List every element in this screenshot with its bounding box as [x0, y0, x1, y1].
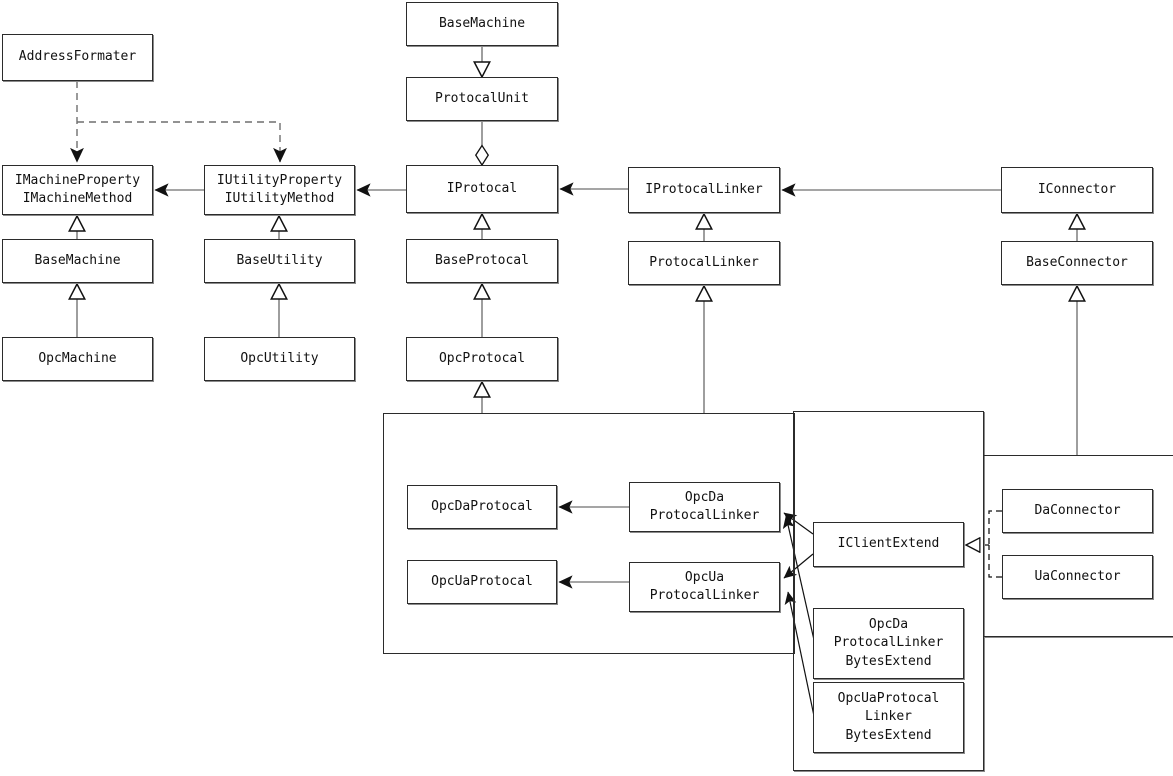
class-box-opcmachine[interactable]: OpcMachine [2, 337, 153, 381]
class-box-protocallinker[interactable]: ProtocalLinker [628, 241, 780, 285]
class-box-imachineproperty-imachinemethod[interactable]: IMachineProperty IMachineMethod [2, 165, 153, 215]
class-box-addressformater[interactable]: AddressFormater [2, 34, 153, 81]
class-box-baseutility[interactable]: BaseUtility [204, 239, 355, 283]
class-box-basemachine[interactable]: BaseMachine [2, 239, 153, 283]
class-box-baseprotocal[interactable]: BaseProtocal [406, 239, 558, 283]
class-box-basemachine-top[interactable]: BaseMachine [406, 2, 558, 46]
class-box-opcuaprotocallinkerbytesextend[interactable]: OpcUaProtocal Linker BytesExtend [813, 682, 964, 753]
edge-opcdabytesextend-opcdalinker [782, 515, 815, 641]
connector-impl-group [983, 455, 1173, 637]
edge-addressformater-iutility [77, 121, 287, 163]
class-box-opcprotocal[interactable]: OpcProtocal [406, 337, 558, 381]
class-box-opcuaprotocallinker[interactable]: OpcUa ProtocalLinker [629, 562, 780, 612]
class-box-iprotocallinker[interactable]: IProtocalLinker [628, 167, 780, 213]
edge-daconnector-iclientextend [988, 510, 1002, 545]
class-box-daconnector[interactable]: DaConnector [1002, 489, 1153, 533]
edge-uaconnector-iclientextend [988, 545, 1002, 578]
class-box-opcuaprotocal[interactable]: OpcUaProtocal [407, 560, 557, 604]
class-box-opcdaprotocal[interactable]: OpcDaProtocal [407, 485, 557, 529]
class-box-protocalunit[interactable]: ProtocalUnit [406, 77, 558, 121]
edge-iclientextend-opcualinker [783, 553, 814, 579]
class-box-opcutility[interactable]: OpcUtility [204, 337, 355, 381]
class-box-opcdaprotocallinkerbytesextend[interactable]: OpcDa ProtocalLinker BytesExtend [813, 608, 964, 679]
edge-opcuabytesextend-opcualinker [784, 591, 815, 717]
class-box-iutilityproperty-iutilitymethod[interactable]: IUtilityProperty IUtilityMethod [204, 165, 355, 215]
class-box-iconnector[interactable]: IConnector [1001, 167, 1153, 213]
class-box-opcdaprotocallinker[interactable]: OpcDa ProtocalLinker [629, 482, 780, 532]
class-box-iclientextend[interactable]: IClientExtend [813, 522, 964, 567]
opc-protocal-linker-group [383, 413, 795, 654]
class-box-iprotocal[interactable]: IProtocal [406, 165, 558, 213]
class-box-uaconnector[interactable]: UaConnector [1002, 555, 1153, 599]
class-box-baseconnector[interactable]: BaseConnector [1001, 241, 1153, 285]
